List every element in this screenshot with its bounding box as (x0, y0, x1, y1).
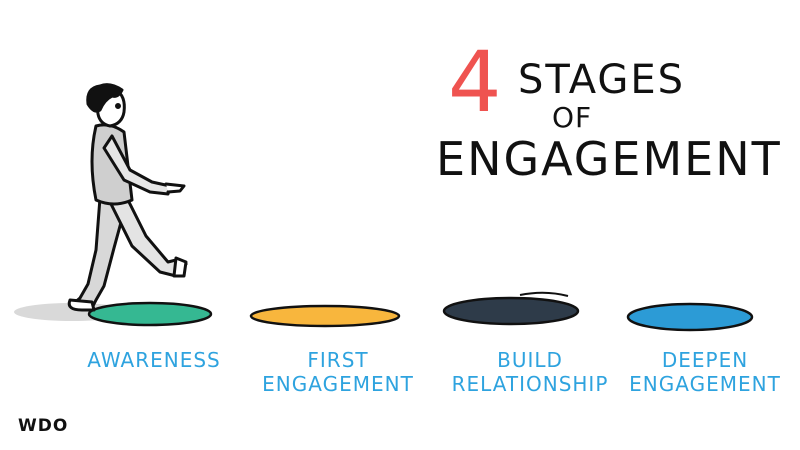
stage-label-awareness: AWARENESS (84, 348, 224, 372)
stepping-stone-deepen-engagement (626, 302, 754, 332)
figure-hair (86, 83, 124, 113)
stage-label-deepen-engagement: DEEPEN ENGAGEMENT (620, 348, 790, 396)
title-number: 4 (448, 33, 502, 131)
figure-pointing-hand (164, 182, 186, 194)
stage-label-line2: ENGAGEMENT (629, 372, 781, 396)
stone-highlight-stroke (519, 291, 569, 297)
stage-label-line1: AWARENESS (87, 348, 221, 372)
stepping-stone-first-engagement (249, 304, 401, 328)
title-block: 4 STAGES OF ENGAGEMENT (436, 33, 780, 190)
title-line-engagement: ENGAGEMENT (436, 132, 782, 186)
title-line-stages: STAGES (518, 57, 686, 103)
stage-label-line2: RELATIONSHIP (451, 372, 609, 396)
stage-label-build-relationship: BUILD RELATIONSHIP (440, 348, 620, 396)
stage-label-line2: ENGAGEMENT (262, 372, 414, 396)
stage-label-line1: BUILD (497, 348, 563, 372)
wdo-logo: WDO (18, 416, 69, 436)
stepping-stone-build-relationship (442, 296, 580, 326)
figure-arm (102, 134, 172, 196)
stage-label-line1: DEEPEN (661, 348, 749, 372)
figure-front-shoe (172, 256, 188, 278)
stage-label-line1: FIRST (307, 348, 369, 372)
title-line-of: OF (552, 101, 593, 134)
figure-eye (115, 103, 121, 109)
figure-back-shoe (67, 298, 96, 312)
walking-person-figure (67, 83, 188, 312)
stage-label-first-engagement: FIRST ENGAGEMENT (258, 348, 418, 396)
stepping-stone-awareness (87, 301, 213, 327)
